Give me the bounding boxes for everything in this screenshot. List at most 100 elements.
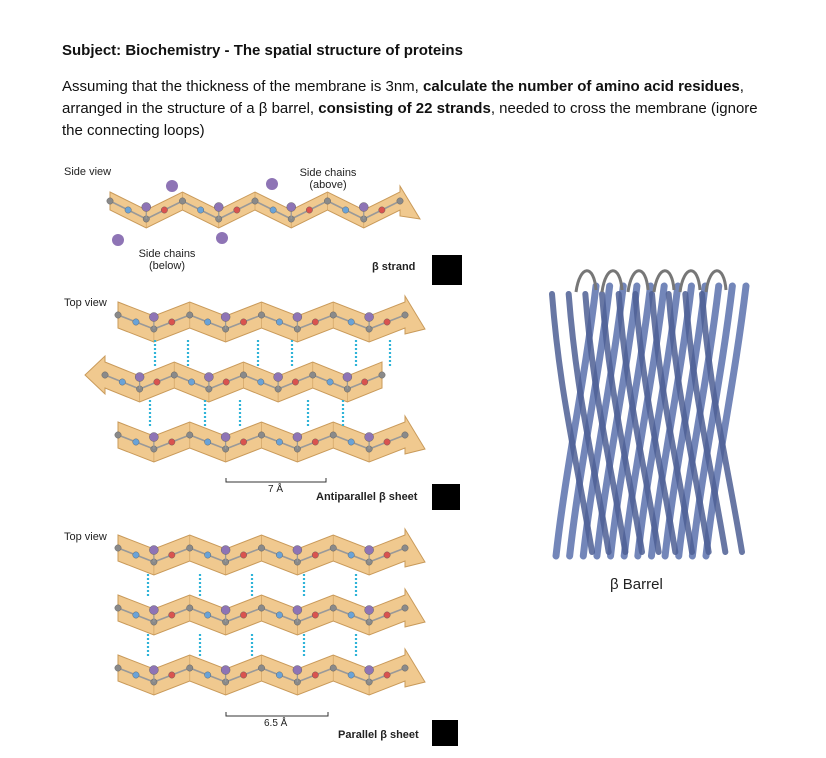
side-view-strand	[109, 184, 421, 229]
antiparallel-strand-2-sidechain-atom	[204, 372, 214, 382]
parallel-strand-3-atom	[114, 664, 122, 672]
antiparallel-strand-3-atom	[132, 438, 140, 446]
side-view-strand-atom	[124, 206, 132, 214]
parallel-strand-2-atom	[311, 611, 319, 619]
parallel-strand-2-atom	[204, 611, 212, 619]
barrel-strand	[675, 282, 723, 560]
side-chain-below-atom	[112, 234, 124, 246]
antiparallel-strand-3-sidechain-atom	[220, 432, 231, 442]
parallel-strand-3-atom	[132, 671, 140, 679]
parallel-strand-1-atom	[311, 551, 319, 559]
barrel-strand-back	[682, 291, 729, 555]
side-view-strand-atom	[396, 197, 404, 205]
parallel-strand-3-atom	[329, 664, 337, 672]
antiparallel-strand-2-sidechain-atom	[273, 372, 283, 382]
parallel-strand-3-sidechain-atom	[292, 665, 303, 675]
parallel-strand-3-atom	[204, 671, 212, 679]
antiparallel-strand-3-atom	[383, 438, 391, 446]
antiparallel-strand-2-atom	[188, 378, 195, 386]
parallel-strand-3-atom	[240, 671, 247, 679]
parallel-strand-1-atom	[258, 544, 265, 552]
parallel-strand-1-atom	[329, 544, 337, 552]
antiparallel-label: Antiparallel β sheet	[316, 491, 418, 503]
antiparallel-strand-3-sidechain-atom	[149, 432, 159, 442]
scale-bar-7A	[225, 478, 327, 483]
antiparallel-strand-3-atom	[329, 431, 337, 439]
antiparallel-strand-2-atom	[222, 378, 230, 386]
side-view-strand-sidechain-atom	[359, 202, 369, 212]
side-view-strand-sidechain-atom	[141, 202, 151, 212]
side-view-strand-atom	[106, 197, 114, 205]
antiparallel-strand-2-sidechain-atom	[342, 372, 353, 382]
parallel-strand-2-sidechain-atom	[220, 605, 231, 615]
parallel-strand-3-sidechain-atom	[149, 665, 159, 675]
parallel-strand-1-atom	[132, 551, 140, 559]
antiparallel-strand-3-atom	[186, 431, 194, 439]
parallel-strand-2-sidechain-atom	[364, 605, 374, 615]
antiparallel-strand-2-atom	[118, 378, 126, 386]
parallel-strand-2-atom	[240, 611, 247, 619]
antiparallel-strand-3-atom	[240, 438, 247, 446]
barrel-loop	[678, 269, 702, 293]
antiparallel-strand-1-atom	[401, 311, 409, 319]
side-view-strand-atom	[269, 206, 277, 214]
parallel-strand-1-sidechain-atom	[292, 545, 303, 555]
antiparallel-strand-2-atom	[378, 371, 386, 379]
barrel-loop	[574, 269, 598, 293]
barrel-strand-back	[582, 291, 629, 555]
antiparallel-strand-1-atom	[276, 318, 283, 326]
parallel-strand-2-atom	[383, 611, 391, 619]
antiparallel-strand-2-atom	[326, 378, 334, 386]
parallel-strand-2-atom	[132, 611, 140, 619]
antiparallel-strand-2-atom	[257, 378, 265, 386]
parallel-strand-2-atom	[347, 611, 355, 619]
side-view-strand-atom	[233, 206, 241, 214]
parallel-strand-2-atom	[329, 604, 337, 612]
scale-65A: 6.5 Å	[264, 718, 288, 729]
antiparallel-strand-2-atom	[170, 371, 178, 379]
antiparallel-strand-1-atom	[186, 311, 194, 319]
barrel-strand	[702, 282, 750, 560]
barrel-strand-back	[615, 291, 662, 555]
antiparallel-strand-1-sidechain-atom	[364, 312, 374, 322]
parallel-strand-1-atom	[204, 551, 212, 559]
problem-text-1: Assuming that the thickness of the membr…	[62, 78, 424, 95]
barrel-loop	[704, 269, 728, 293]
parallel-strand-1-atom	[276, 551, 283, 559]
antiparallel-strand-1-atom	[132, 318, 140, 326]
antiparallel-strand-1-atom	[383, 318, 391, 326]
barrel-strand-back	[632, 291, 679, 555]
parallel-strand-1-sidechain-atom	[149, 545, 159, 555]
antiparallel-strand-3-atom	[114, 431, 122, 439]
side-view-strand-atom	[160, 206, 168, 214]
parallel-strand-2-atom	[401, 604, 409, 612]
antiparallel-strand-2-sidechain-atom	[134, 372, 145, 382]
antiparallel-strand-1-atom	[114, 311, 122, 319]
barrel-strand	[620, 282, 668, 560]
barrel-loop	[626, 269, 650, 293]
barrel-strand-back	[649, 291, 695, 555]
parallel-strand-1-atom	[383, 551, 391, 559]
antiparallel-strand-2-atom	[153, 378, 161, 386]
answer-box-antiparallel	[432, 484, 460, 510]
barrel-strand-back	[565, 291, 612, 555]
parallel-strand-2-atom	[258, 604, 265, 612]
side-chain-below-atom	[216, 232, 228, 244]
antiparallel-strand-2-atom	[240, 371, 247, 379]
antiparallel-strand-3-atom	[311, 438, 319, 446]
side-view-strand-atom	[378, 206, 386, 214]
problem-statement: Assuming that the thickness of the membr…	[62, 76, 782, 142]
parallel-label: Parallel β sheet	[338, 729, 419, 741]
antiparallel-strand-1-atom	[347, 318, 355, 326]
barrel-strand	[607, 282, 655, 560]
antiparallel-strand-1-sidechain-atom	[292, 312, 303, 322]
parallel-strand-1-atom	[347, 551, 355, 559]
antiparallel-strand-3-sidechain-atom	[292, 432, 303, 442]
beta-strand-label: β strand	[372, 261, 416, 273]
antiparallel-strand-1-atom	[168, 318, 176, 326]
answer-box-strand	[432, 255, 462, 285]
antiparallel-strand-3-atom	[168, 438, 176, 446]
antiparallel-strand-1-atom	[204, 318, 212, 326]
antiparallel-strand-1-atom	[311, 318, 319, 326]
